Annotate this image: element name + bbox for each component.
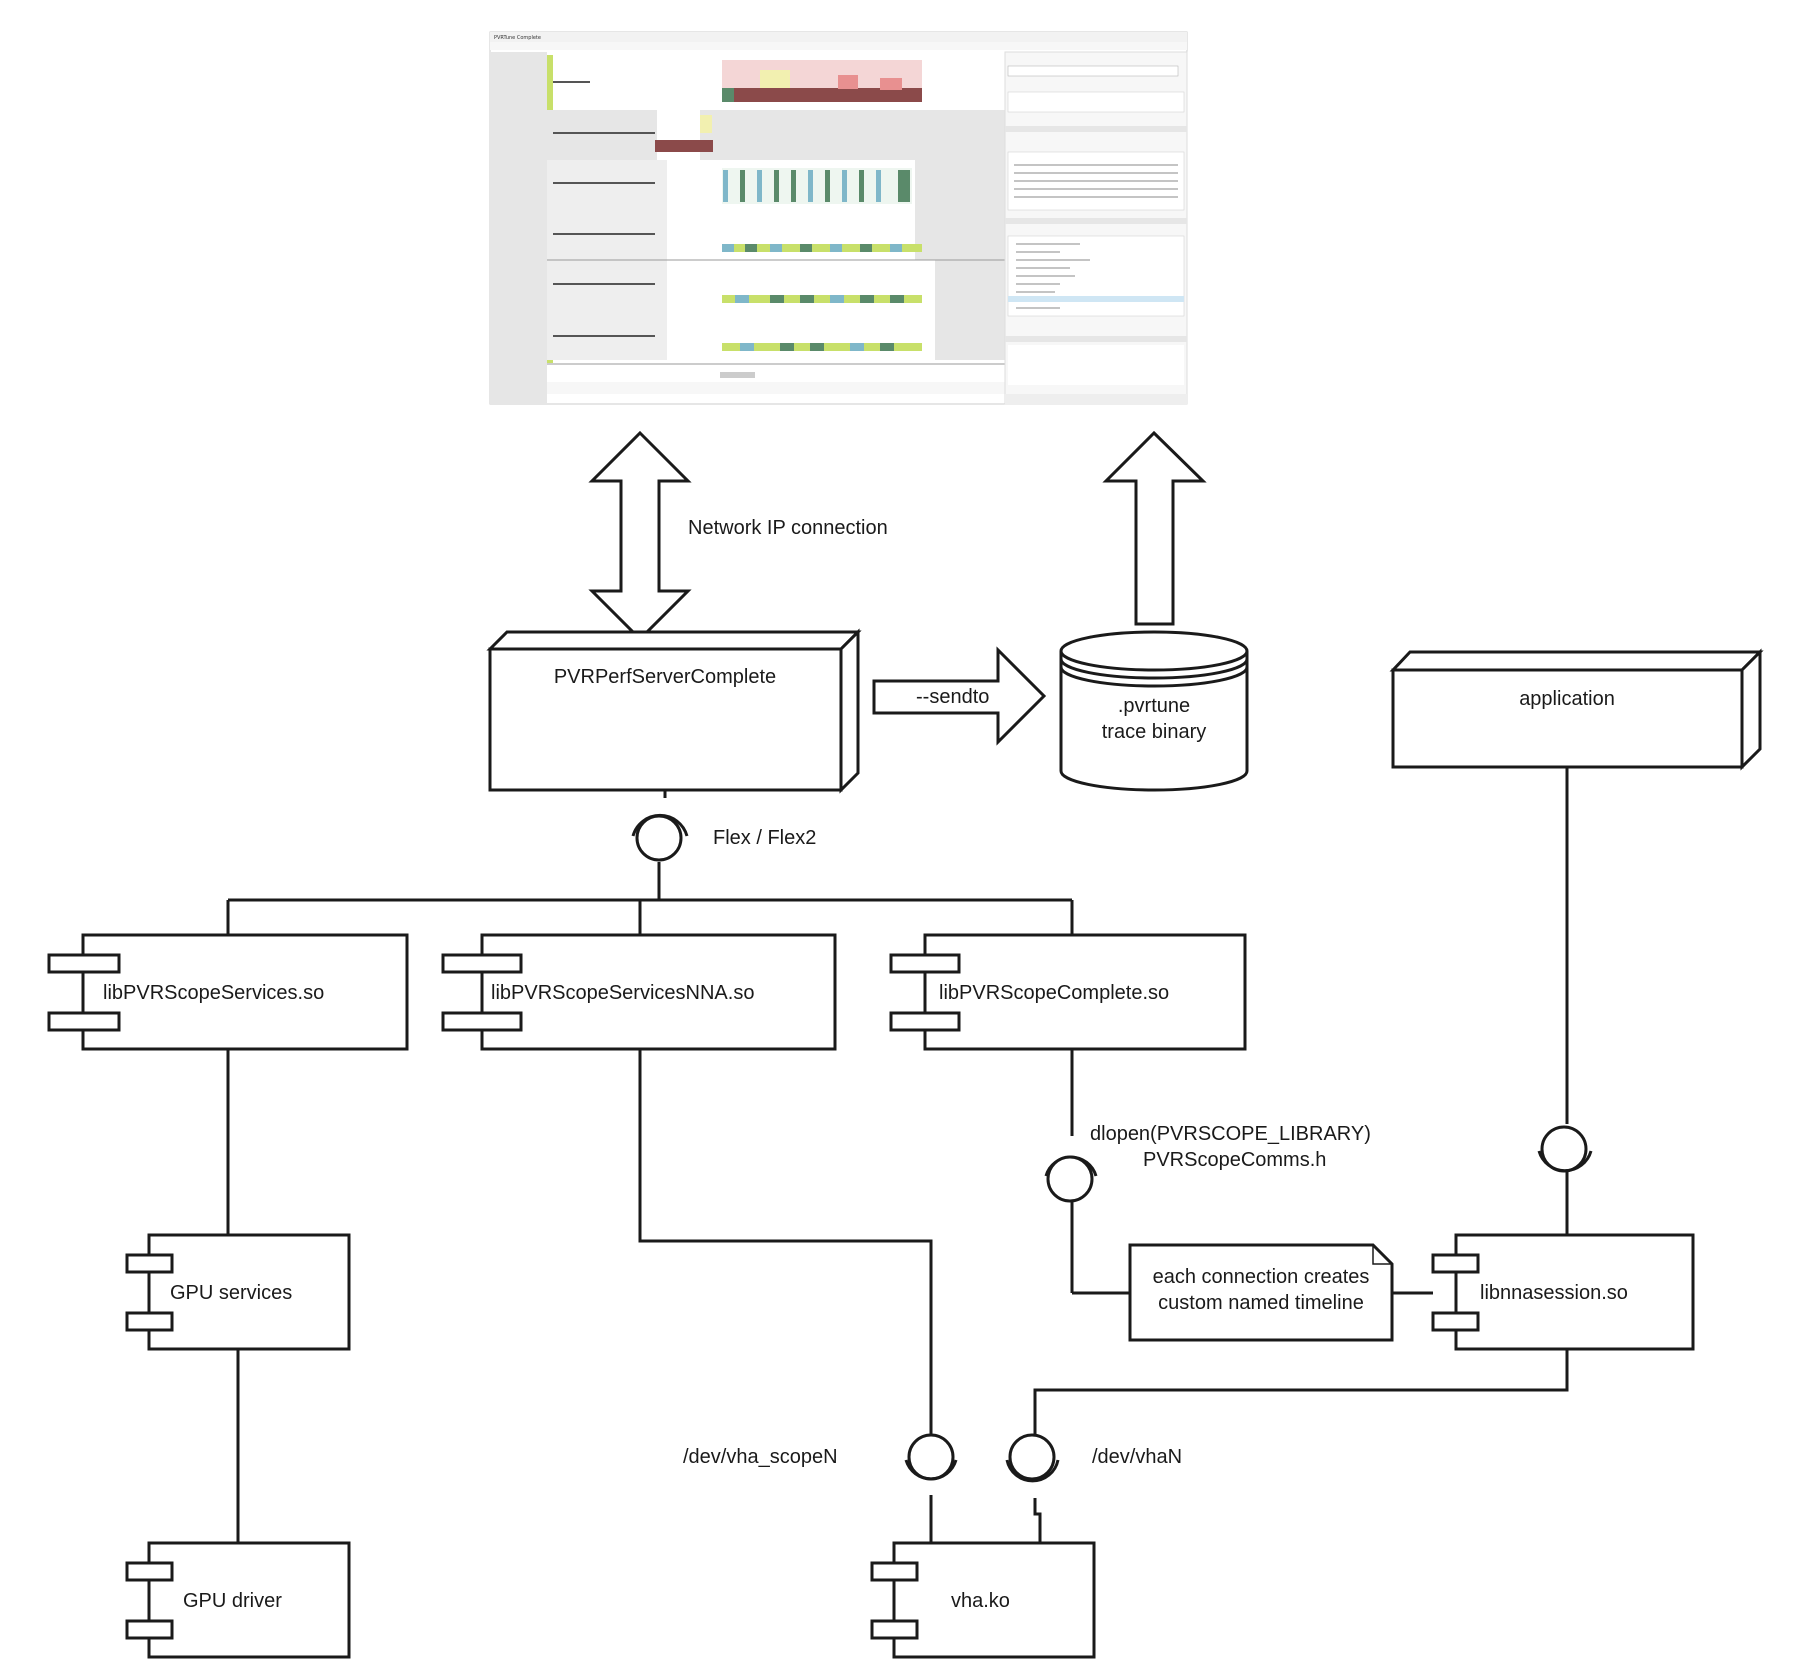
lib-services-label: libPVRScopeServices.so [103, 982, 324, 1004]
timeline-bars-row3 [722, 168, 912, 204]
vha-scope-interface: /dev/vha_scopeN [683, 1433, 958, 1481]
timeline-bars-row4 [722, 244, 922, 252]
gpu-services-label: GPU services [170, 1282, 292, 1304]
component-gpu-driver: GPU driver [125, 1541, 351, 1659]
timeline-row-labels [553, 81, 655, 337]
trace-database: .pvrtune trace binary [1059, 630, 1249, 792]
application-node: application [1389, 648, 1764, 771]
trace-line1: .pvrtune [1118, 695, 1190, 717]
network-label: Network IP connection [688, 517, 888, 539]
flex-interface: Flex / Flex2 [631, 813, 816, 862]
component-lib-services-nna: libPVRScopeServicesNNA.so [441, 933, 837, 1051]
note-line2: custom named timeline [1158, 1292, 1364, 1314]
vha-interface: /dev/vhaN [1005, 1433, 1182, 1483]
pvrtune-screenshot: PVRTune Complete [489, 31, 1188, 405]
timeline-bars-row5 [722, 295, 922, 303]
libnnasession-label: libnnasession.so [1480, 1282, 1628, 1304]
vha-label: /dev/vhaN [1092, 1446, 1182, 1468]
sendto-label: --sendto [916, 686, 989, 708]
network-double-arrow [588, 430, 692, 642]
stats-table-lines [1014, 164, 1178, 198]
connection-note: each connection creates custom named tim… [1128, 1243, 1394, 1342]
server-node: PVRPerfServerComplete [486, 628, 862, 794]
component-lib-complete: libPVRScopeComplete.so [889, 933, 1247, 1051]
component-vha-ko: vha.ko [870, 1541, 1096, 1659]
component-lib-services: libPVRScopeServices.so [47, 933, 409, 1051]
screenshot-title: PVRTune Complete [494, 35, 541, 41]
timeline-bars-row6 [722, 343, 922, 351]
connectors [226, 767, 1569, 1543]
component-gpu-services: GPU services [125, 1233, 351, 1351]
sendto-arrow [872, 646, 1047, 746]
upload-arrow [1102, 430, 1207, 626]
flex-label: Flex / Flex2 [713, 827, 816, 849]
lib-complete-label: libPVRScopeComplete.so [939, 982, 1169, 1004]
lib-services-nna-label: libPVRScopeServicesNNA.so [491, 982, 754, 1004]
vha-ko-label: vha.ko [951, 1590, 1010, 1612]
vha-scope-label: /dev/vha_scopeN [683, 1446, 838, 1468]
gpu-driver-label: GPU driver [183, 1590, 282, 1612]
component-libnnasession: libnnasession.so [1431, 1233, 1695, 1351]
dlopen-label-line2: PVRScopeComms.h [1143, 1149, 1326, 1171]
application-title: application [1519, 688, 1615, 710]
server-title: PVRPerfServerComplete [554, 666, 776, 688]
dlopen-interface: dlopen(PVRSCOPE_LIBRARY) PVRScopeComms.h [1044, 1123, 1371, 1203]
properties-lines [1016, 243, 1090, 309]
trace-line2: trace binary [1102, 721, 1207, 743]
dlopen-label-line1: dlopen(PVRSCOPE_LIBRARY) [1090, 1123, 1371, 1145]
nnasession-interface [1537, 1125, 1593, 1173]
note-line1: each connection creates [1153, 1266, 1370, 1288]
